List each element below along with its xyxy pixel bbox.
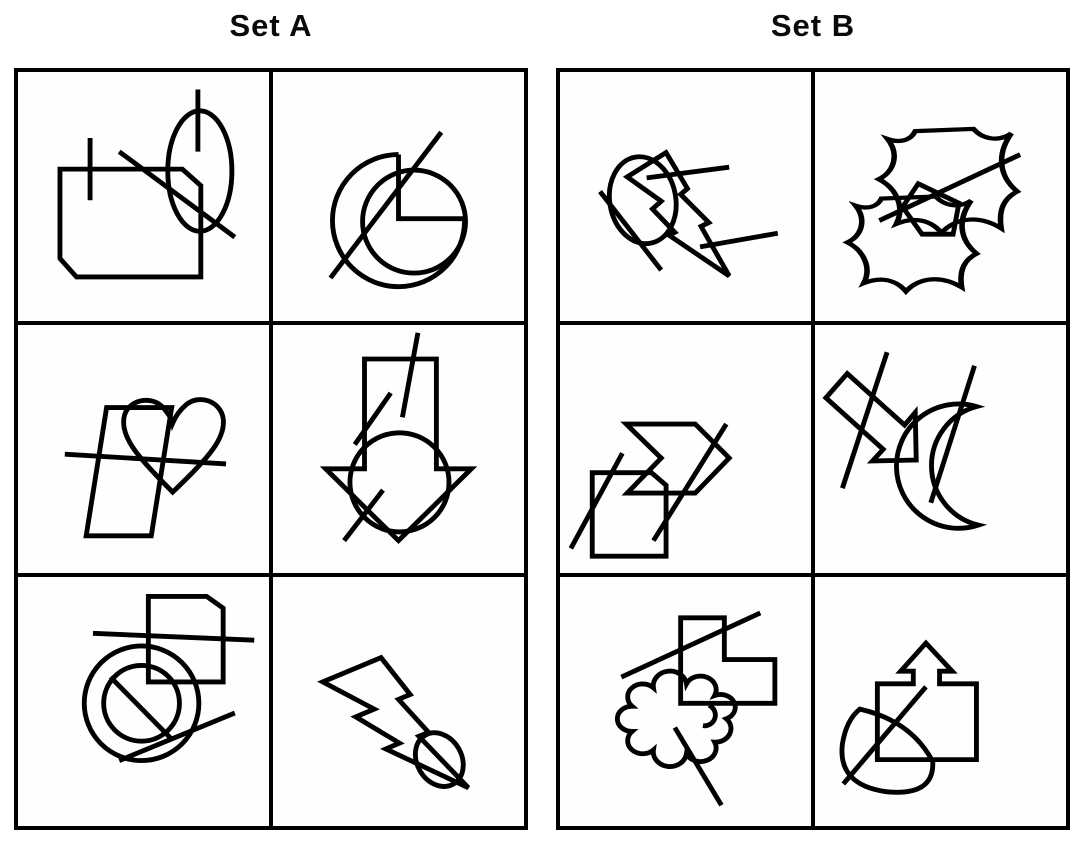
figure-clipped-rectangle-ellipse	[57, 89, 237, 280]
steep-diagonal-line	[840, 351, 890, 489]
long-diagonal-line	[328, 130, 444, 280]
set-a-cell-4	[271, 322, 526, 576]
outer-circle-shape	[81, 643, 202, 764]
diagonal-line	[118, 711, 236, 764]
figure-pie-circle-open-arc	[328, 130, 468, 290]
diagonal-arrow-shape	[822, 369, 919, 464]
crescent-moon-shape	[894, 401, 988, 531]
set-b-grid	[556, 68, 1070, 830]
leaf-shape	[839, 706, 936, 796]
lightning-bolt-shape	[622, 149, 732, 278]
short-diagonal-line	[342, 488, 385, 542]
set-b-cell-2	[813, 70, 1068, 323]
outer-open-arc	[330, 152, 467, 290]
leather-hide-shape-lower	[842, 194, 981, 296]
short-diagonal-line	[352, 391, 393, 446]
figure-arrow-crescent-lines	[822, 351, 988, 531]
chevron-band-shape	[620, 421, 733, 496]
rising-diagonal-line	[651, 422, 729, 542]
rising-diagonal-line	[620, 611, 762, 680]
no-symbol-slash	[108, 675, 174, 742]
pentagon-shape	[899, 180, 962, 237]
set-a-cell-1	[16, 70, 271, 323]
box-with-up-arrow-shape	[874, 639, 979, 763]
set-b-cell-1	[558, 70, 813, 323]
rising-diagonal-line	[841, 685, 928, 786]
figure-chevron-square-lines	[568, 421, 733, 559]
clipped-rectangle-shape	[57, 166, 204, 280]
inner-circle-shape	[101, 663, 182, 744]
parallelogram-shape	[83, 404, 175, 538]
rising-diagonal-line	[878, 152, 1022, 223]
inner-circle-shape	[360, 167, 468, 276]
lightning-bolt-shape	[317, 655, 471, 791]
steep-diagonal-line	[598, 189, 664, 272]
small-tilted-ellipse	[412, 730, 466, 790]
slanted-line-upper	[646, 164, 730, 181]
set-b-cell-3	[558, 322, 813, 576]
set-a-cell-2	[271, 70, 526, 323]
long-horizontal-line	[64, 451, 227, 466]
leather-hide-shape-upper	[873, 126, 1022, 237]
figure-parallelogram-heart	[64, 396, 227, 538]
set-b-cell-6	[813, 575, 1068, 828]
steep-diagonal-line	[399, 331, 421, 418]
set-a-cell-3	[16, 322, 271, 576]
figure-down-arrow-circle	[319, 331, 478, 544]
pie-notch-lines	[396, 154, 466, 222]
set-b-cell-5	[558, 575, 813, 828]
figure-ellipse-lightning-lines	[598, 149, 779, 278]
figure-box-up-arrow-leaf	[839, 639, 979, 796]
set-a-cell-5	[16, 575, 271, 828]
short-falling-line	[672, 726, 724, 807]
set-a-grid	[14, 68, 528, 830]
slanted-line-lower	[699, 230, 779, 250]
down-arrow-shape	[319, 356, 478, 544]
circle-shape	[347, 430, 452, 534]
steep-diagonal-line	[928, 364, 977, 504]
rising-diagonal-line	[568, 451, 625, 550]
cloud-inner-curl	[702, 703, 718, 729]
figure-no-symbol-clipped-rectangle	[81, 594, 255, 764]
long-diagonal-line	[117, 149, 237, 240]
set-a-cell-6	[271, 575, 526, 828]
clipped-rectangle-shape	[145, 594, 226, 685]
set-b-cell-4	[813, 322, 1068, 576]
set-a-title: Set A	[229, 8, 313, 43]
heart-shape	[121, 396, 226, 496]
figure-lightning-bolt-ellipse	[317, 655, 471, 791]
l-shape-polygon	[678, 615, 778, 707]
long-horizontal-line	[92, 631, 255, 643]
figure-l-shape-cloud-lines	[614, 611, 778, 807]
figure-leather-hides-pentagon	[842, 126, 1022, 296]
cloud-shape	[614, 669, 738, 770]
set-b-title: Set B	[770, 8, 856, 43]
